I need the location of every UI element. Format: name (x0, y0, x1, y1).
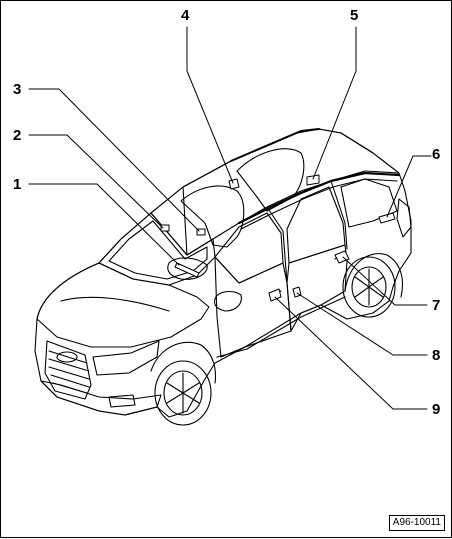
callout-8: 8 (432, 347, 441, 364)
callout-7: 7 (432, 297, 441, 314)
marker-7-component (334, 250, 350, 264)
steering-wheel (167, 257, 208, 280)
front-wheel-arch (150, 341, 217, 384)
windshield-inner (108, 220, 208, 280)
marker-5-component (306, 174, 320, 186)
leader-line-3 (28, 88, 200, 232)
front-wheel-spokes (166, 372, 200, 414)
figure-id-label: A96-10011 (388, 515, 445, 531)
leader-line-6 (386, 155, 432, 218)
marker-2-component (160, 224, 170, 232)
hood-crease (60, 296, 170, 312)
front-bumper (40, 380, 162, 416)
leader-line-1 (28, 183, 180, 266)
callout-2: 2 (13, 127, 22, 144)
front-wheel (154, 360, 212, 426)
leader-line-2 (28, 134, 164, 229)
callout-3: 3 (13, 81, 22, 98)
leader-line-4 (186, 26, 234, 184)
rear-wheel-arch (344, 253, 404, 298)
marker-1-component (174, 262, 200, 278)
leader-line-8 (296, 292, 428, 356)
door-sill (216, 296, 346, 358)
marker-6-component (378, 212, 396, 224)
rear-wheel (342, 256, 396, 318)
c-pillar (330, 180, 348, 250)
front-wheel-rim (163, 370, 203, 416)
fog-light (108, 394, 136, 408)
rear-seat (236, 148, 305, 212)
marker-4-component (228, 178, 240, 190)
component-markers (160, 174, 396, 302)
front-grille (44, 340, 92, 400)
headlight (92, 340, 160, 376)
front-emblem (56, 351, 78, 363)
vehicle-body-outline (34, 128, 412, 418)
side-mirror (213, 290, 242, 312)
leader-lines (28, 26, 432, 410)
roof-panel (150, 128, 400, 256)
roof-rail-left (230, 128, 320, 162)
marker-9-component (268, 288, 282, 302)
callout-4: 4 (181, 7, 190, 24)
rear-wheel-spokes (354, 268, 384, 306)
callout-1: 1 (13, 176, 22, 193)
leader-line-7 (342, 256, 428, 306)
a-pillar (182, 186, 188, 256)
marker-8-component (292, 286, 302, 298)
callout-9: 9 (432, 401, 441, 418)
callout-6: 6 (432, 146, 441, 163)
tail-light (396, 198, 412, 238)
callout-5: 5 (350, 7, 359, 24)
leader-line-9 (274, 296, 428, 410)
b-pillar (266, 206, 288, 284)
rear-quarter-window (340, 178, 398, 228)
hood (36, 262, 210, 348)
front-seat (180, 185, 245, 248)
roof-rail-right-inner (240, 178, 398, 230)
leader-line-5 (312, 26, 357, 180)
grille-bars (48, 350, 90, 394)
front-side-window (214, 212, 284, 284)
rear-wheel-rim (351, 266, 387, 308)
